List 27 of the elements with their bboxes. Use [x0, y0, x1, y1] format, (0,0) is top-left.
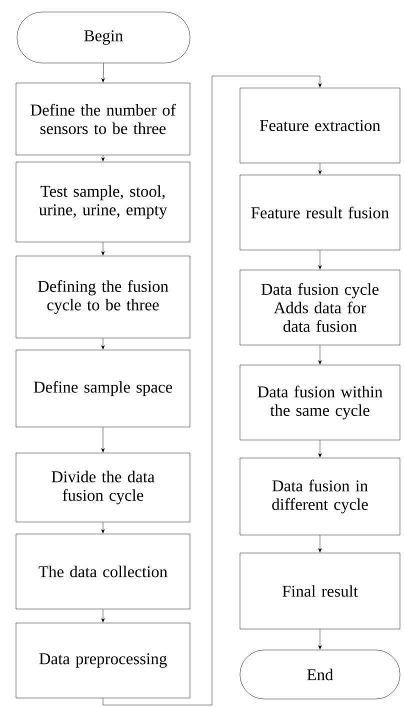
process-box: Data preprocessing: [16, 622, 190, 698]
arrow: [318, 629, 322, 650]
arrow: [318, 535, 322, 552]
arrow: [318, 163, 322, 174]
arrow: [101, 427, 105, 452]
process-box: Final result: [240, 552, 400, 630]
arrow: [318, 345, 322, 364]
arrow: [101, 522, 105, 534]
process-box: The data collection: [16, 534, 190, 610]
arrow: [101, 242, 105, 256]
process-box: Feature result fusion: [240, 174, 400, 250]
process-box: Test sample, stool, urine, urine, empty: [16, 162, 190, 242]
arrow: [318, 440, 322, 458]
process-box: Defining the fusion cycle to be three: [16, 256, 190, 338]
arrow: [318, 250, 322, 270]
arrow: [102, 76, 322, 706]
process-box: Feature extraction: [240, 88, 400, 164]
arrow: [101, 609, 105, 622]
process-box: Data fusion in different cycle: [240, 458, 400, 536]
process-box: Data fusion within the same cycle: [240, 364, 400, 440]
arrow: [101, 155, 105, 162]
process-box: Define the number of sensors to be three: [16, 82, 190, 156]
arrow: [101, 63, 105, 82]
process-box: Divide the data fusion cycle: [16, 452, 190, 522]
arrow: [101, 338, 105, 350]
process-box: Define sample space: [16, 350, 190, 428]
process-box: Data fusion cycle Adds data for data fusion: [240, 270, 400, 346]
